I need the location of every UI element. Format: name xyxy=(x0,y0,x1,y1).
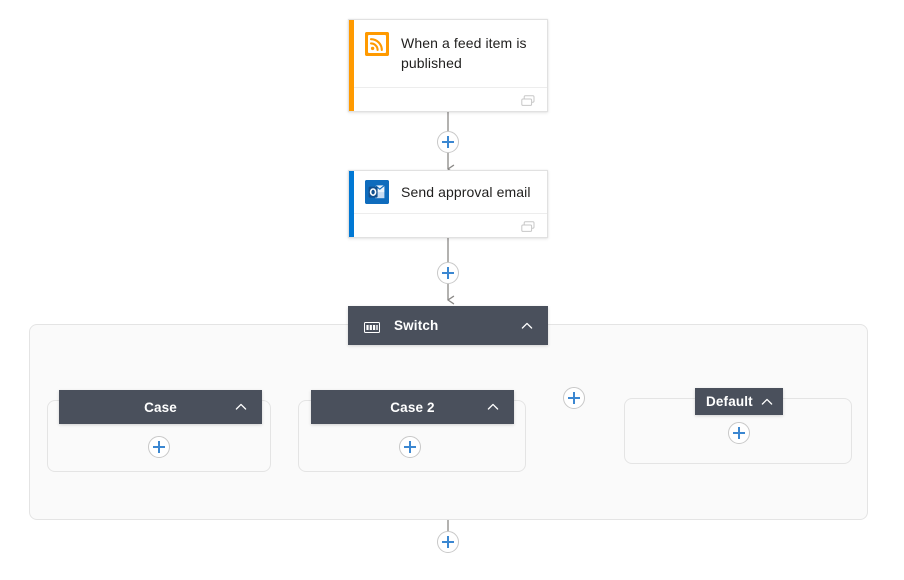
case-1-label: Case xyxy=(144,399,177,415)
add-after-trigger-button[interactable] xyxy=(437,131,459,153)
trigger-card-header: When a feed item is published xyxy=(349,20,547,83)
add-after-email-button[interactable] xyxy=(437,262,459,284)
chevron-up-icon[interactable] xyxy=(486,400,500,414)
comment-icon[interactable] xyxy=(521,220,535,232)
trigger-card[interactable]: When a feed item is published xyxy=(348,19,548,112)
chevron-up-icon[interactable] xyxy=(760,395,774,409)
case-2-label: Case 2 xyxy=(390,399,435,415)
switch-node-label: Switch xyxy=(394,318,439,333)
rss-icon xyxy=(365,32,389,56)
case-default-add-action-button[interactable] xyxy=(728,422,750,444)
add-after-switch-button[interactable] xyxy=(437,531,459,553)
case-2-header[interactable]: Case 2 xyxy=(311,390,514,424)
trigger-card-title: When a feed item is published xyxy=(401,35,527,71)
switch-icon xyxy=(364,320,380,333)
chevron-up-icon[interactable] xyxy=(520,319,534,333)
outlook-icon xyxy=(365,180,389,204)
case-2-add-action-button[interactable] xyxy=(399,436,421,458)
case-1-header[interactable]: Case xyxy=(59,390,262,424)
action-accent-bar xyxy=(349,171,354,237)
trigger-card-footer xyxy=(354,87,547,111)
trigger-accent-bar xyxy=(349,20,354,111)
action-card-header: Send approval email xyxy=(349,171,547,214)
case-default-header[interactable]: Default xyxy=(695,388,783,415)
action-card-send-approval-email[interactable]: Send approval email xyxy=(348,170,548,238)
action-card-footer xyxy=(354,213,547,237)
comment-icon[interactable] xyxy=(521,94,535,106)
case-1-add-action-button[interactable] xyxy=(148,436,170,458)
switch-node-header[interactable]: Switch xyxy=(348,306,548,345)
chevron-up-icon[interactable] xyxy=(234,400,248,414)
action-card-title: Send approval email xyxy=(401,184,531,200)
add-case-button[interactable] xyxy=(563,387,585,409)
case-default-label: Default xyxy=(706,394,753,409)
